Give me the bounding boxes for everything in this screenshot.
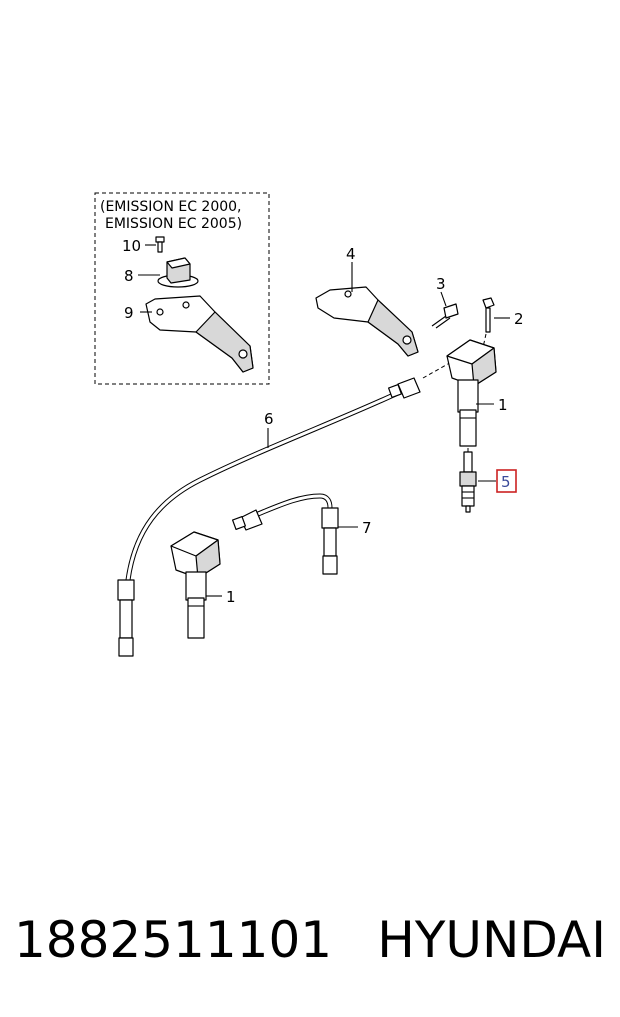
group-note-line1: (EMISSION EC 2000, xyxy=(100,199,242,215)
spark-plug-5[interactable] xyxy=(459,451,477,513)
callout-8: 8 xyxy=(124,267,134,285)
ignition-coil-bottom[interactable] xyxy=(170,531,221,639)
group-note-line2: EMISSION EC 2005) xyxy=(105,216,242,232)
parts-diagram: (EMISSION EC 2000, EMISSION EC 2005) 10 … xyxy=(94,192,524,657)
callout-3: 3 xyxy=(436,275,446,293)
caption-bar: 1882511101 HYUNDAI xyxy=(0,905,620,975)
bracket-4[interactable] xyxy=(315,286,419,357)
bracket-9[interactable] xyxy=(145,295,254,373)
part-number: 1882511101 xyxy=(14,911,333,969)
mount-8[interactable] xyxy=(157,257,199,288)
bolt-2[interactable] xyxy=(482,297,495,333)
ignition-cable-6[interactable] xyxy=(117,377,421,657)
callout-6: 6 xyxy=(264,410,274,428)
callout-1-top: 1 xyxy=(498,396,508,414)
callout-7: 7 xyxy=(362,519,372,537)
bolt-10[interactable] xyxy=(155,236,165,253)
ignition-coil-top[interactable] xyxy=(446,339,497,447)
callout-1-bottom: 1 xyxy=(226,588,236,606)
ignition-cable-7[interactable] xyxy=(231,493,339,575)
callout-5-highlight-box xyxy=(496,469,517,493)
callout-10: 10 xyxy=(122,237,141,255)
callout-2: 2 xyxy=(514,310,524,328)
callout-5: 5 xyxy=(501,473,511,491)
callout-9: 9 xyxy=(124,304,134,322)
emission-group-box xyxy=(94,192,270,385)
callout-4: 4 xyxy=(346,245,356,263)
brand-name: HYUNDAI xyxy=(377,911,606,969)
bolt-3[interactable] xyxy=(431,303,459,329)
